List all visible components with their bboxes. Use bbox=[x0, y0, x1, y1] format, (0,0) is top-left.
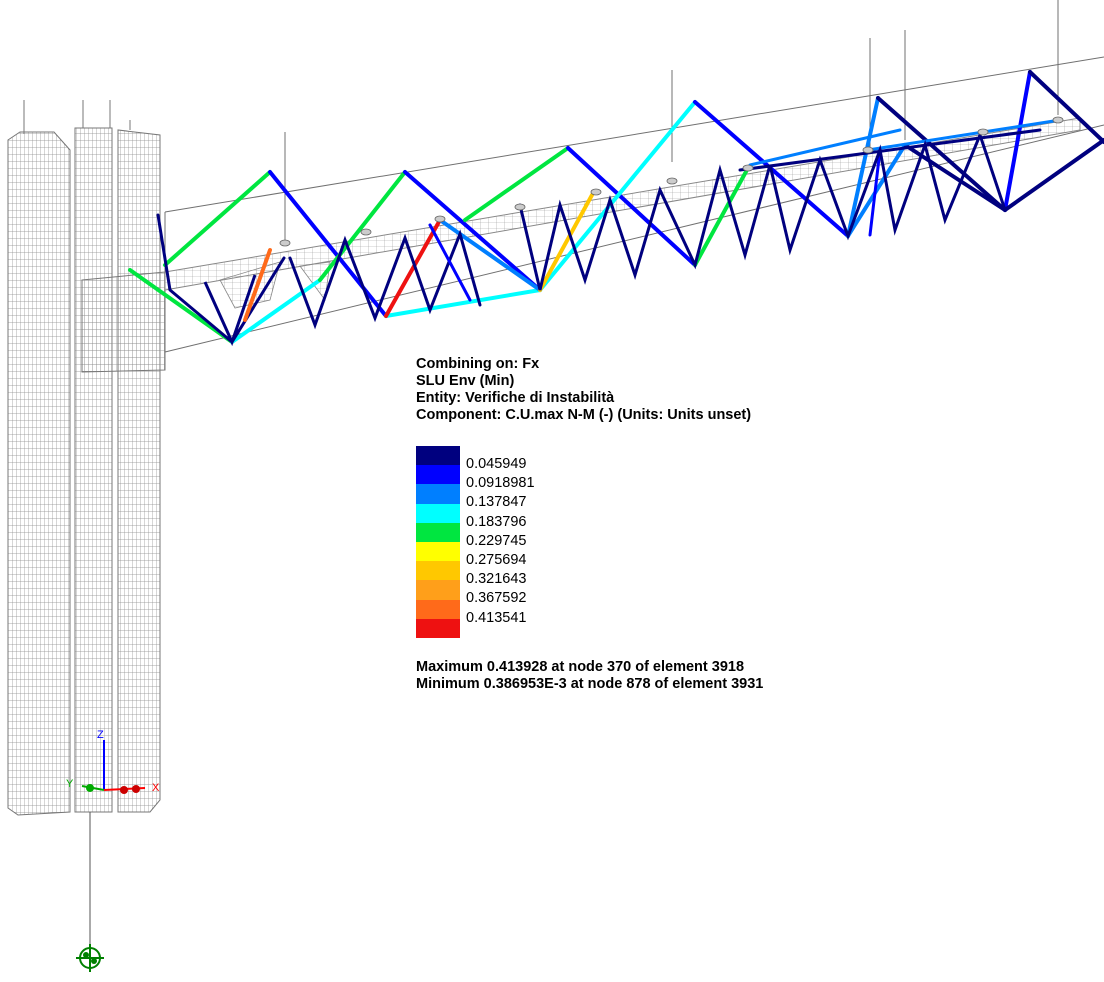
legend-loadcase: SLU Env (Min) bbox=[416, 373, 515, 389]
scale-tick-label: 0.229745 bbox=[466, 532, 527, 549]
scale-swatch bbox=[416, 561, 460, 581]
scale-swatch bbox=[416, 484, 460, 505]
scale-swatch bbox=[416, 503, 460, 524]
legend-minimum: Minimum 0.386953E-3 at node 878 of eleme… bbox=[416, 676, 764, 692]
scale-tick-label: 0.137847 bbox=[466, 494, 527, 511]
legend-combining: Combining on: Fx bbox=[416, 356, 540, 372]
legend-component: Component: C.U.max N-M (-) (Units: Units… bbox=[416, 407, 752, 423]
scale-tick-label: 0.321643 bbox=[466, 571, 527, 588]
scale-swatch bbox=[416, 580, 460, 601]
axis-z-label: Z bbox=[97, 729, 104, 741]
scale-tick-label: 0.045949 bbox=[466, 456, 527, 472]
results-legend: Combining on: Fx SLU Env (Min) Entity: V… bbox=[416, 356, 896, 692]
scale-swatch bbox=[416, 446, 460, 466]
scale-swatch bbox=[416, 542, 460, 562]
axis-y-label: Y bbox=[66, 778, 74, 790]
legend-extremes: Maximum 0.413928 at node 370 of element … bbox=[416, 659, 763, 693]
legend-entity: Entity: Verifiche di Instabilità bbox=[416, 390, 615, 406]
scale-swatch bbox=[416, 465, 460, 485]
truss-members bbox=[128, 70, 1104, 347]
scale-swatch bbox=[416, 618, 460, 639]
deck-slab bbox=[164, 117, 1081, 309]
scale-tick-label: 0.367592 bbox=[466, 590, 527, 607]
scale-swatch bbox=[416, 599, 460, 620]
axis-x-label: X bbox=[152, 782, 160, 794]
scale-tick-label: 0.275694 bbox=[466, 552, 527, 568]
scale-tick-label: 0.183796 bbox=[466, 513, 527, 530]
axis-triad: Z X Y bbox=[66, 729, 160, 794]
column-mesh bbox=[7, 100, 166, 816]
legend-maximum: Maximum 0.413928 at node 370 of element … bbox=[416, 659, 745, 675]
scale-swatch bbox=[416, 522, 460, 543]
base-support bbox=[76, 812, 104, 972]
scale-tick-label: 0.413541 bbox=[466, 609, 527, 626]
scale-tick-label: 0.0918981 bbox=[466, 475, 535, 492]
deck-nodes bbox=[279, 116, 1064, 247]
